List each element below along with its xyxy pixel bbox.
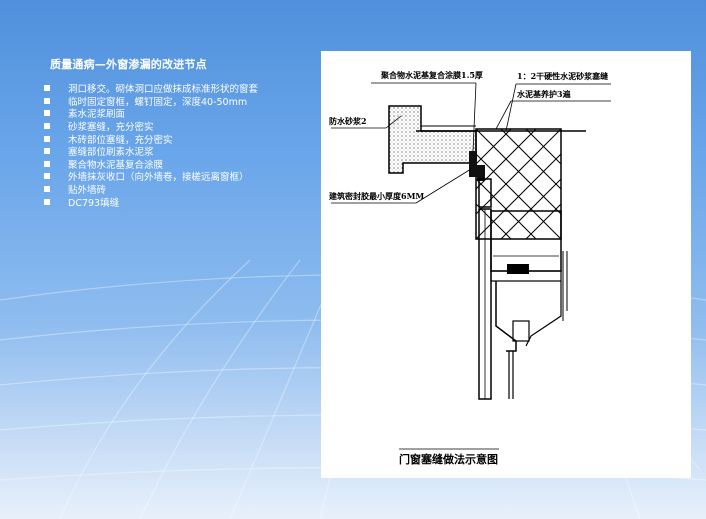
detail-drawing: 聚合物水泥基复合涂膜1.5厚 1：2干硬性水泥砂浆塞缝 水泥基养护3遍 防水砂浆… (328, 70, 611, 466)
sealant-block (469, 151, 477, 177)
waterproof-mortar-area (388, 105, 477, 174)
bullet-square-icon (44, 173, 50, 180)
list-item: 素水泥浆刷面 (44, 107, 258, 120)
list-item: 洞口移交。砌体洞口应做抹成标准形状的窗套 (44, 82, 258, 95)
curing-label: 水泥基养护3遍 (516, 89, 572, 99)
bullet-text: 贴外墙砖 (68, 185, 107, 197)
bullet-text: 外墙抹灰收口（向外墙卷，接槎远离窗框） (68, 172, 249, 184)
figure-caption: 门窗塞缝做法示意图 (399, 452, 498, 466)
bullet-text: 洞口移交。砌体洞口应做抹成标准形状的窗套 (68, 84, 259, 96)
bullet-text: 临时固定窗框，螺钉固定，深度40-50mm (68, 96, 248, 108)
bullet-square-icon (44, 110, 50, 117)
bullet-text: 木砖部位塞缝，充分密实 (68, 134, 173, 146)
slide-title: 质量通病—外窗渗漏的改进节点 (50, 58, 207, 71)
bullet-list: 洞口移交。砌体洞口应做抹成标准形状的窗套 临时固定窗框，螺钉固定，深度40-50… (44, 82, 258, 209)
bullet-square-icon (44, 198, 50, 205)
list-item: 砂浆塞缝，充分密实 (44, 120, 258, 133)
bullet-square-icon (44, 123, 50, 130)
masonry-block (475, 128, 562, 240)
window-joint-detail-figure: 聚合物水泥基复合涂膜1.5厚 1：2干硬性水泥砂浆塞缝 水泥基养护3遍 防水砂浆… (321, 51, 691, 478)
bullet-square-icon (44, 85, 50, 92)
bullet-text: 聚合物水泥基复合涂膜 (68, 159, 164, 171)
dry-mortar-label: 1：2干硬性水泥砂浆塞缝 (517, 71, 608, 81)
list-item: 塞缝部位刷素水泥浆 (44, 145, 258, 158)
bullet-square-icon (44, 160, 50, 167)
bullet-text: 素水泥浆刷面 (68, 109, 126, 121)
list-item: 外墙抹灰收口（向外墙卷，接槎远离窗框） (44, 170, 258, 183)
list-item: 贴外墙砖 (44, 183, 258, 196)
coating-label: 聚合物水泥基复合涂膜1.5厚 (380, 70, 483, 80)
waterproof-mortar-label: 防水砂浆2 (329, 116, 367, 126)
bullet-text: 塞缝部位刷素水泥浆 (68, 147, 154, 159)
bullet-square-icon (44, 148, 50, 155)
bullet-square-icon (44, 97, 50, 104)
leader-lines (331, 82, 611, 204)
sealant-label: 建筑密封胶最小厚度6MM (328, 191, 424, 201)
bullet-text: 砂浆塞缝，充分密实 (68, 122, 154, 134)
list-item: 临时固定窗框，螺钉固定，深度40-50mm (44, 95, 258, 108)
window-frame (478, 178, 568, 400)
bullet-square-icon (44, 135, 50, 142)
list-item: 木砖部位塞缝，充分密实 (44, 132, 258, 146)
bullet-square-icon (44, 186, 50, 193)
list-item: DC793填缝 (44, 195, 258, 209)
list-item: 聚合物水泥基复合涂膜 (44, 158, 258, 171)
bullet-text: DC793填缝 (68, 197, 120, 209)
